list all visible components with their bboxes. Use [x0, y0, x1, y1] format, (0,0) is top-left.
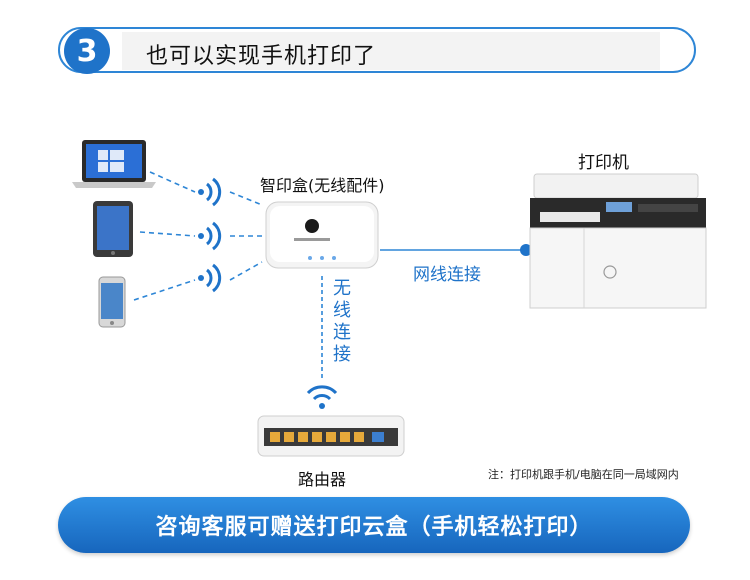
wired-connection-label: 网线连接	[413, 265, 481, 285]
tablet-icon	[93, 201, 133, 257]
wifi-icon	[306, 385, 338, 409]
router-device	[257, 415, 405, 457]
print-box-device	[265, 201, 379, 269]
cta-banner[interactable]: 咨询客服可赠送打印云盒（手机轻松打印）	[58, 497, 690, 553]
wifi-icon	[198, 263, 222, 293]
header-background	[122, 32, 660, 70]
printer-device	[529, 173, 707, 309]
page-title: 也可以实现手机打印了	[146, 44, 377, 69]
wireless-connection-label: 无线连接	[333, 278, 351, 365]
router-label: 路由器	[298, 470, 347, 489]
wifi-icon	[198, 177, 222, 207]
phone-icon	[98, 276, 126, 328]
print-box-label: 智印盒(无线配件)	[260, 176, 385, 195]
printer-label: 打印机	[578, 153, 629, 173]
laptop-icon	[72, 140, 156, 188]
note-text: 注：打印机跟手机/电脑在同一局域网内	[488, 468, 679, 481]
step-number-badge: 3	[64, 28, 110, 74]
wifi-icon	[198, 221, 222, 251]
